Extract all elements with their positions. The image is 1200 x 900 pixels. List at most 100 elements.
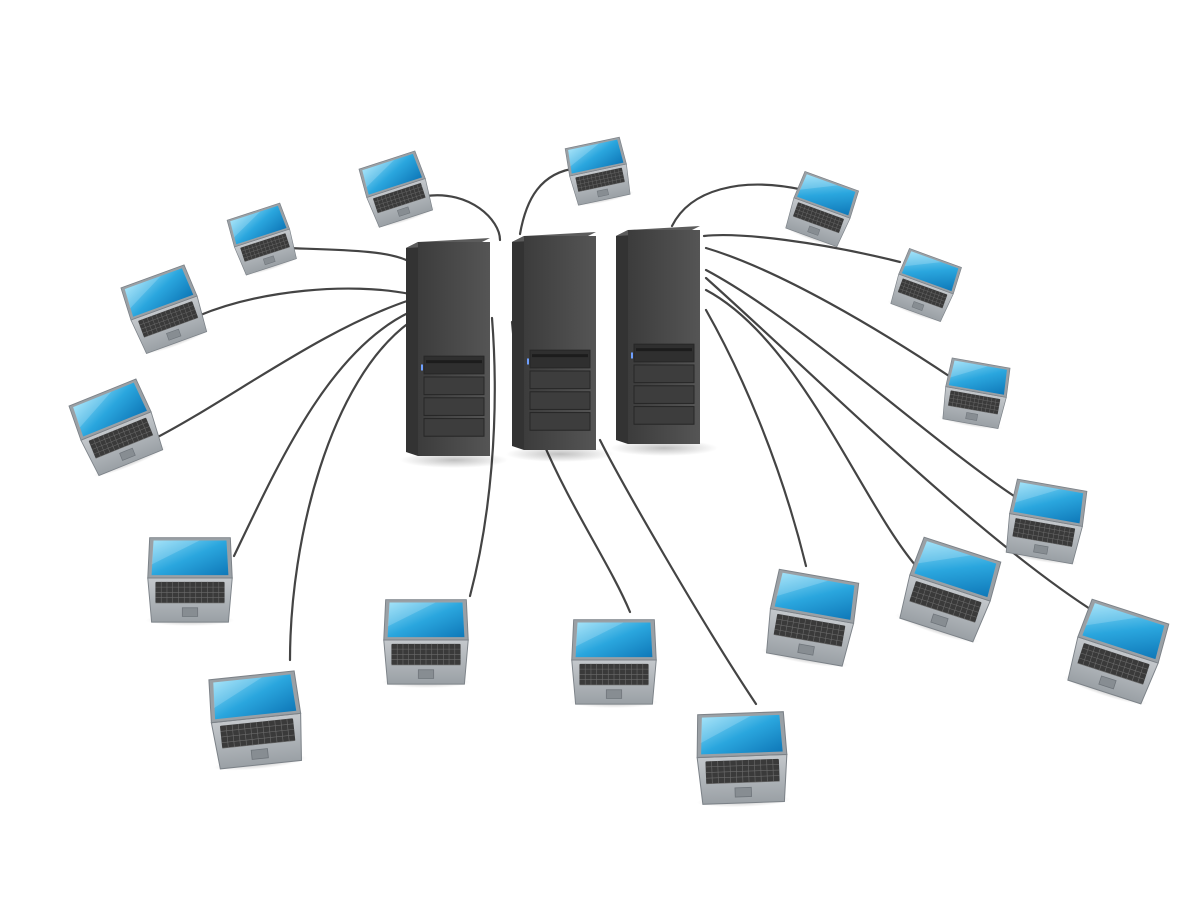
laptop (569, 619, 659, 708)
drive-bay (423, 397, 485, 416)
power-led (421, 364, 423, 371)
drive-bay (633, 364, 695, 384)
laptop-screen (213, 674, 297, 720)
laptop (887, 248, 962, 323)
touchpad (119, 447, 136, 461)
touchpad (181, 607, 199, 617)
network-cable (704, 246, 954, 380)
laptop (938, 357, 1011, 430)
laptop-screen (1013, 482, 1084, 524)
keyboard (138, 301, 199, 338)
laptop-screen (124, 268, 194, 317)
keyboard (240, 233, 290, 262)
touchpad (930, 613, 949, 628)
keyboard (88, 417, 154, 459)
laptop-screen (73, 382, 147, 437)
laptop (696, 711, 791, 808)
laptop-screen (948, 360, 1007, 395)
keyboard (773, 613, 846, 647)
power-led (631, 352, 633, 359)
laptop (208, 670, 308, 771)
keyboard (575, 167, 625, 192)
touchpad (807, 225, 821, 236)
network-cable (704, 288, 918, 568)
drive-bay (529, 349, 591, 369)
laptop (894, 536, 1002, 643)
laptop-screen (901, 251, 959, 292)
network-cable (424, 194, 502, 242)
laptop (145, 537, 235, 626)
touchpad (166, 328, 182, 341)
keyboard (1012, 518, 1076, 548)
laptop (381, 599, 471, 688)
keyboard (897, 278, 948, 309)
power-led (527, 358, 529, 365)
laptop-screen (914, 541, 997, 598)
network-cable (288, 320, 412, 662)
touchpad (397, 206, 411, 217)
keyboard (1077, 643, 1150, 685)
drive-bay (423, 355, 485, 375)
laptop (68, 378, 167, 477)
network-cable (196, 287, 412, 318)
keyboard (579, 663, 649, 686)
touchpad (596, 188, 609, 198)
laptop-screen (387, 602, 465, 638)
drive-bay (633, 406, 695, 425)
drive-bay (423, 376, 485, 396)
keyboard (391, 643, 461, 666)
touchpad (250, 748, 269, 760)
server-right (610, 226, 718, 456)
network-cable (598, 438, 758, 706)
network-cable (670, 183, 806, 228)
laptop-screen (230, 205, 287, 245)
network-cable (232, 310, 412, 558)
laptop-screen (701, 714, 783, 755)
touchpad (605, 689, 623, 699)
touchpad (911, 301, 925, 311)
drive-bay (529, 391, 591, 410)
drive-bay (423, 418, 485, 437)
touchpad (1033, 544, 1049, 555)
keyboard (705, 758, 780, 785)
touchpad (797, 643, 815, 656)
touchpad (1098, 675, 1117, 690)
network-cable (704, 308, 808, 568)
laptop (782, 170, 860, 248)
network-cable (518, 166, 580, 236)
network-cable (284, 246, 412, 264)
laptop-screen (568, 139, 624, 174)
drive-bay (529, 412, 591, 431)
laptops (68, 136, 1170, 808)
touchpad (262, 255, 276, 266)
network-cable (704, 268, 1016, 498)
drive-bay (633, 343, 695, 363)
laptop (226, 202, 300, 276)
laptop-screen (575, 622, 653, 658)
network-cable (150, 298, 412, 442)
laptop (761, 568, 860, 668)
laptop-screen (797, 174, 856, 216)
keyboard (909, 581, 982, 623)
touchpad (417, 669, 435, 679)
keyboard (947, 390, 1001, 415)
laptop (358, 150, 437, 229)
laptop (120, 264, 211, 355)
laptop (1062, 598, 1170, 705)
laptop-screen (774, 572, 855, 620)
laptop-screen (362, 153, 422, 195)
keyboard (155, 581, 225, 604)
server-left (400, 238, 508, 468)
laptop (1001, 478, 1088, 565)
network-cable (704, 276, 1100, 616)
network-cable (702, 234, 902, 264)
laptop (564, 136, 634, 206)
keyboard (220, 718, 296, 749)
drive-bay (529, 370, 591, 390)
server-center (506, 232, 614, 462)
touchpad (734, 786, 753, 798)
keyboard (373, 183, 426, 214)
touchpad (965, 412, 979, 421)
keyboard (792, 202, 844, 234)
